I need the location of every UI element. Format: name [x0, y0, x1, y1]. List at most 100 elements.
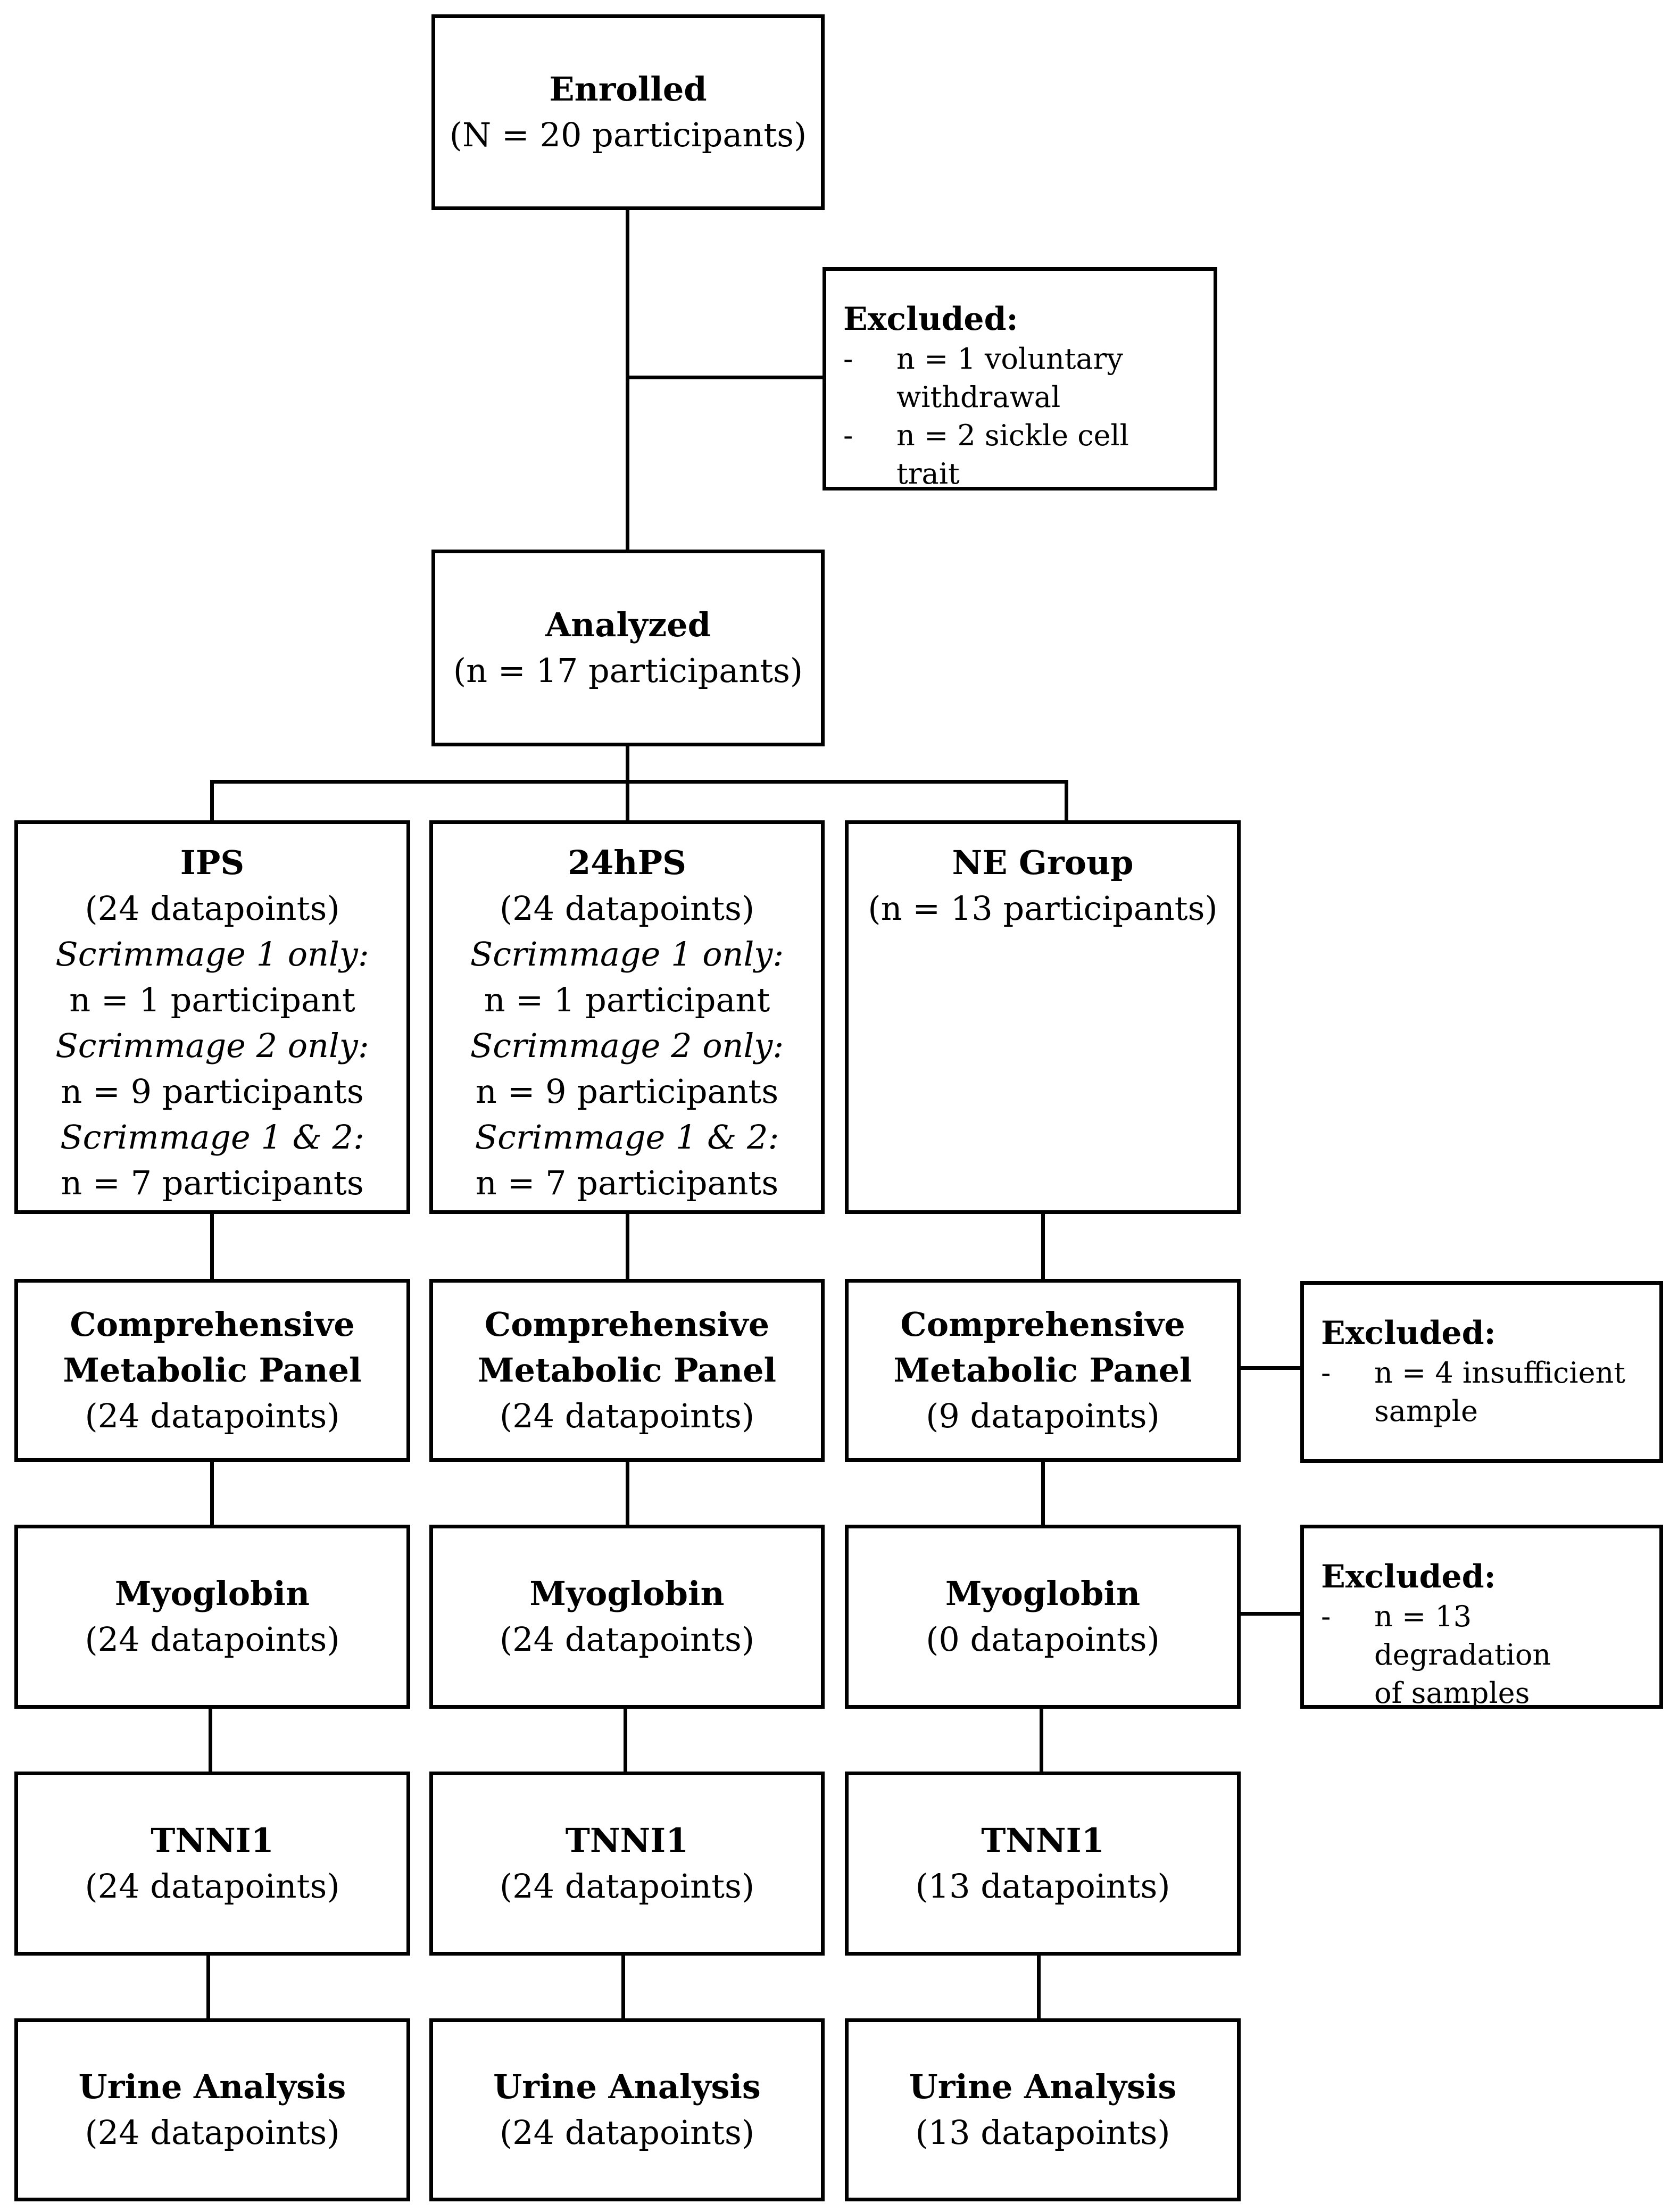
- analyzed-box: Analyzed (n = 17 participants): [431, 550, 825, 746]
- excluded-top-item-text: n = 2 sickle cell trait: [896, 419, 1129, 490]
- ips-group-box: IPS (24 datapoints) Scrimmage 1 only: n …: [14, 820, 410, 1214]
- ne-cmp-box: Comprehensive Metabolic Panel (9 datapoi…: [845, 1279, 1241, 1462]
- excluded-top-box: Excluded: - n = 1 voluntary withdrawal -…: [823, 267, 1217, 490]
- urine-title: Urine Analysis: [909, 2067, 1177, 2106]
- connector-ips-tnni1: [209, 1709, 212, 1772]
- ips-cmp-box: Comprehensive Metabolic Panel (24 datapo…: [14, 1279, 410, 1462]
- ne-title: NE Group: [952, 843, 1134, 882]
- 24hps-tnni1-datapoints: (24 datapoints): [499, 1867, 755, 1906]
- connector-excluded-myo: [1237, 1612, 1300, 1616]
- 24hps-scrimmage12-count: n = 7 participants: [475, 1163, 779, 1202]
- excluded-top-title: Excluded:: [843, 301, 1018, 338]
- ips-tnni1-box: TNNI1 (24 datapoints): [14, 1772, 410, 1956]
- cmp-title-line1: Comprehensive: [70, 1305, 355, 1344]
- bullet-dash: -: [843, 342, 853, 376]
- excluded-cmp-item-text: n = 4 insufficient sample: [1374, 1356, 1625, 1428]
- 24hps-cmp-box: Comprehensive Metabolic Panel (24 datapo…: [429, 1279, 825, 1462]
- ips-cmp-datapoints: (24 datapoints): [85, 1396, 340, 1435]
- enrolled-title: Enrolled: [549, 70, 707, 109]
- connector-ne-urine: [1037, 1956, 1041, 2018]
- 24hps-urine-datapoints: (24 datapoints): [499, 2113, 755, 2152]
- ips-scrimmage12-count: n = 7 participants: [61, 1163, 364, 1202]
- 24hps-tnni1-box: TNNI1 (24 datapoints): [429, 1772, 825, 1956]
- enrolled-box: Enrolled (N = 20 participants): [431, 14, 825, 210]
- 24hps-group-box: 24hPS (24 datapoints) Scrimmage 1 only: …: [429, 820, 825, 1214]
- ips-scrimmage1-count: n = 1 participant: [69, 980, 355, 1019]
- bullet-dash: -: [843, 419, 853, 452]
- 24hps-urine-box: Urine Analysis (24 datapoints): [429, 2018, 825, 2201]
- connector-branch-24hps: [626, 780, 629, 820]
- ne-group-box: NE Group (n = 13 participants): [845, 820, 1241, 1214]
- connector-ne-tnni1: [1040, 1709, 1043, 1772]
- ips-scrimmage1-label: Scrimmage 1 only:: [55, 935, 369, 974]
- ips-datapoints: (24 datapoints): [85, 889, 340, 928]
- 24hps-datapoints: (24 datapoints): [499, 889, 755, 928]
- connector-ips-myo: [210, 1462, 214, 1525]
- 24hps-scrimmage1-label: Scrimmage 1 only:: [470, 935, 784, 974]
- 24hps-scrimmage2-count: n = 9 participants: [475, 1072, 779, 1111]
- excluded-top-item-text: n = 1 voluntary withdrawal: [896, 342, 1123, 414]
- ips-myoglobin-datapoints: (24 datapoints): [85, 1620, 340, 1659]
- ips-myoglobin-box: Myoglobin (24 datapoints): [14, 1525, 410, 1709]
- bullet-dash: -: [1321, 1600, 1331, 1633]
- ips-scrimmage2-label: Scrimmage 2 only:: [55, 1026, 369, 1065]
- ne-urine-datapoints: (13 datapoints): [915, 2113, 1170, 2152]
- ips-scrimmage12-label: Scrimmage 1 & 2:: [60, 1118, 364, 1157]
- 24hps-cmp-datapoints: (24 datapoints): [499, 1396, 755, 1435]
- 24hps-scrimmage2-label: Scrimmage 2 only:: [470, 1026, 784, 1065]
- enrolled-count: (N = 20 participants): [449, 115, 807, 154]
- tnni1-title: TNNI1: [565, 1821, 689, 1860]
- connector-enrolled-analyzed: [626, 210, 629, 551]
- connector-excluded-cmp: [1237, 1366, 1300, 1370]
- ips-title: IPS: [180, 843, 245, 882]
- ips-urine-box: Urine Analysis (24 datapoints): [14, 2018, 410, 2201]
- ne-myoglobin-box: Myoglobin (0 datapoints): [845, 1525, 1241, 1709]
- connector-excluded-top: [626, 376, 823, 379]
- 24hps-myoglobin-datapoints: (24 datapoints): [499, 1620, 755, 1659]
- urine-title: Urine Analysis: [493, 2067, 761, 2106]
- ips-urine-datapoints: (24 datapoints): [85, 2113, 340, 2152]
- connector-24hps-tnni1: [624, 1709, 627, 1772]
- ne-participants: (n = 13 participants): [868, 889, 1218, 928]
- connector-branch-horizontal: [210, 780, 1068, 784]
- myoglobin-title: Myoglobin: [529, 1574, 725, 1613]
- connector-ips-urine: [206, 1956, 210, 2018]
- myoglobin-title: Myoglobin: [945, 1574, 1141, 1613]
- excluded-top-item: - n = 2 sickle cell trait: [843, 417, 1201, 493]
- tnni1-title: TNNI1: [981, 1821, 1104, 1860]
- ne-cmp-datapoints: (9 datapoints): [926, 1396, 1160, 1435]
- excluded-myoglobin-item-text: n = 13 degradation of samples: [1374, 1600, 1551, 1710]
- excluded-myoglobin-box: Excluded: - n = 13 degradation of sample…: [1300, 1525, 1663, 1712]
- excluded-top-item: - n = 1 voluntary withdrawal: [843, 340, 1201, 417]
- cmp-title-line1: Comprehensive: [484, 1305, 770, 1344]
- tnni1-title: TNNI1: [151, 1821, 274, 1860]
- excluded-myoglobin-title: Excluded:: [1321, 1558, 1496, 1595]
- connector-ips-cmp: [210, 1214, 214, 1279]
- excluded-cmp-box: Excluded: - n = 4 insufficient sample: [1300, 1281, 1663, 1463]
- urine-title: Urine Analysis: [78, 2067, 346, 2106]
- excluded-myoglobin-item: - n = 13 degradation of samples: [1321, 1598, 1647, 1712]
- cmp-title-line2: Metabolic Panel: [477, 1351, 777, 1390]
- cmp-title-line2: Metabolic Panel: [63, 1351, 362, 1390]
- analyzed-count: (n = 17 participants): [453, 651, 803, 690]
- 24hps-scrimmage12-label: Scrimmage 1 & 2:: [475, 1118, 779, 1157]
- connector-24hps-myo: [626, 1462, 629, 1525]
- bullet-dash: -: [1321, 1356, 1331, 1390]
- connector-24hps-urine: [621, 1956, 625, 2018]
- analyzed-title: Analyzed: [545, 605, 711, 644]
- cmp-title-line2: Metabolic Panel: [893, 1351, 1192, 1390]
- connector-ne-myo: [1041, 1462, 1045, 1525]
- connector-24hps-cmp: [626, 1214, 629, 1279]
- ne-tnni1-datapoints: (13 datapoints): [915, 1867, 1170, 1906]
- excluded-cmp-item: - n = 4 insufficient sample: [1321, 1354, 1647, 1431]
- myoglobin-title: Myoglobin: [114, 1574, 310, 1613]
- ips-scrimmage2-count: n = 9 participants: [61, 1072, 364, 1111]
- ne-tnni1-box: TNNI1 (13 datapoints): [845, 1772, 1241, 1956]
- connector-analyzed-stem: [626, 744, 629, 780]
- 24hps-scrimmage1-count: n = 1 participant: [484, 980, 770, 1019]
- connector-ne-cmp: [1041, 1214, 1045, 1279]
- connector-branch-ne: [1065, 780, 1068, 820]
- cmp-title-line1: Comprehensive: [900, 1305, 1185, 1344]
- 24hps-myoglobin-box: Myoglobin (24 datapoints): [429, 1525, 825, 1709]
